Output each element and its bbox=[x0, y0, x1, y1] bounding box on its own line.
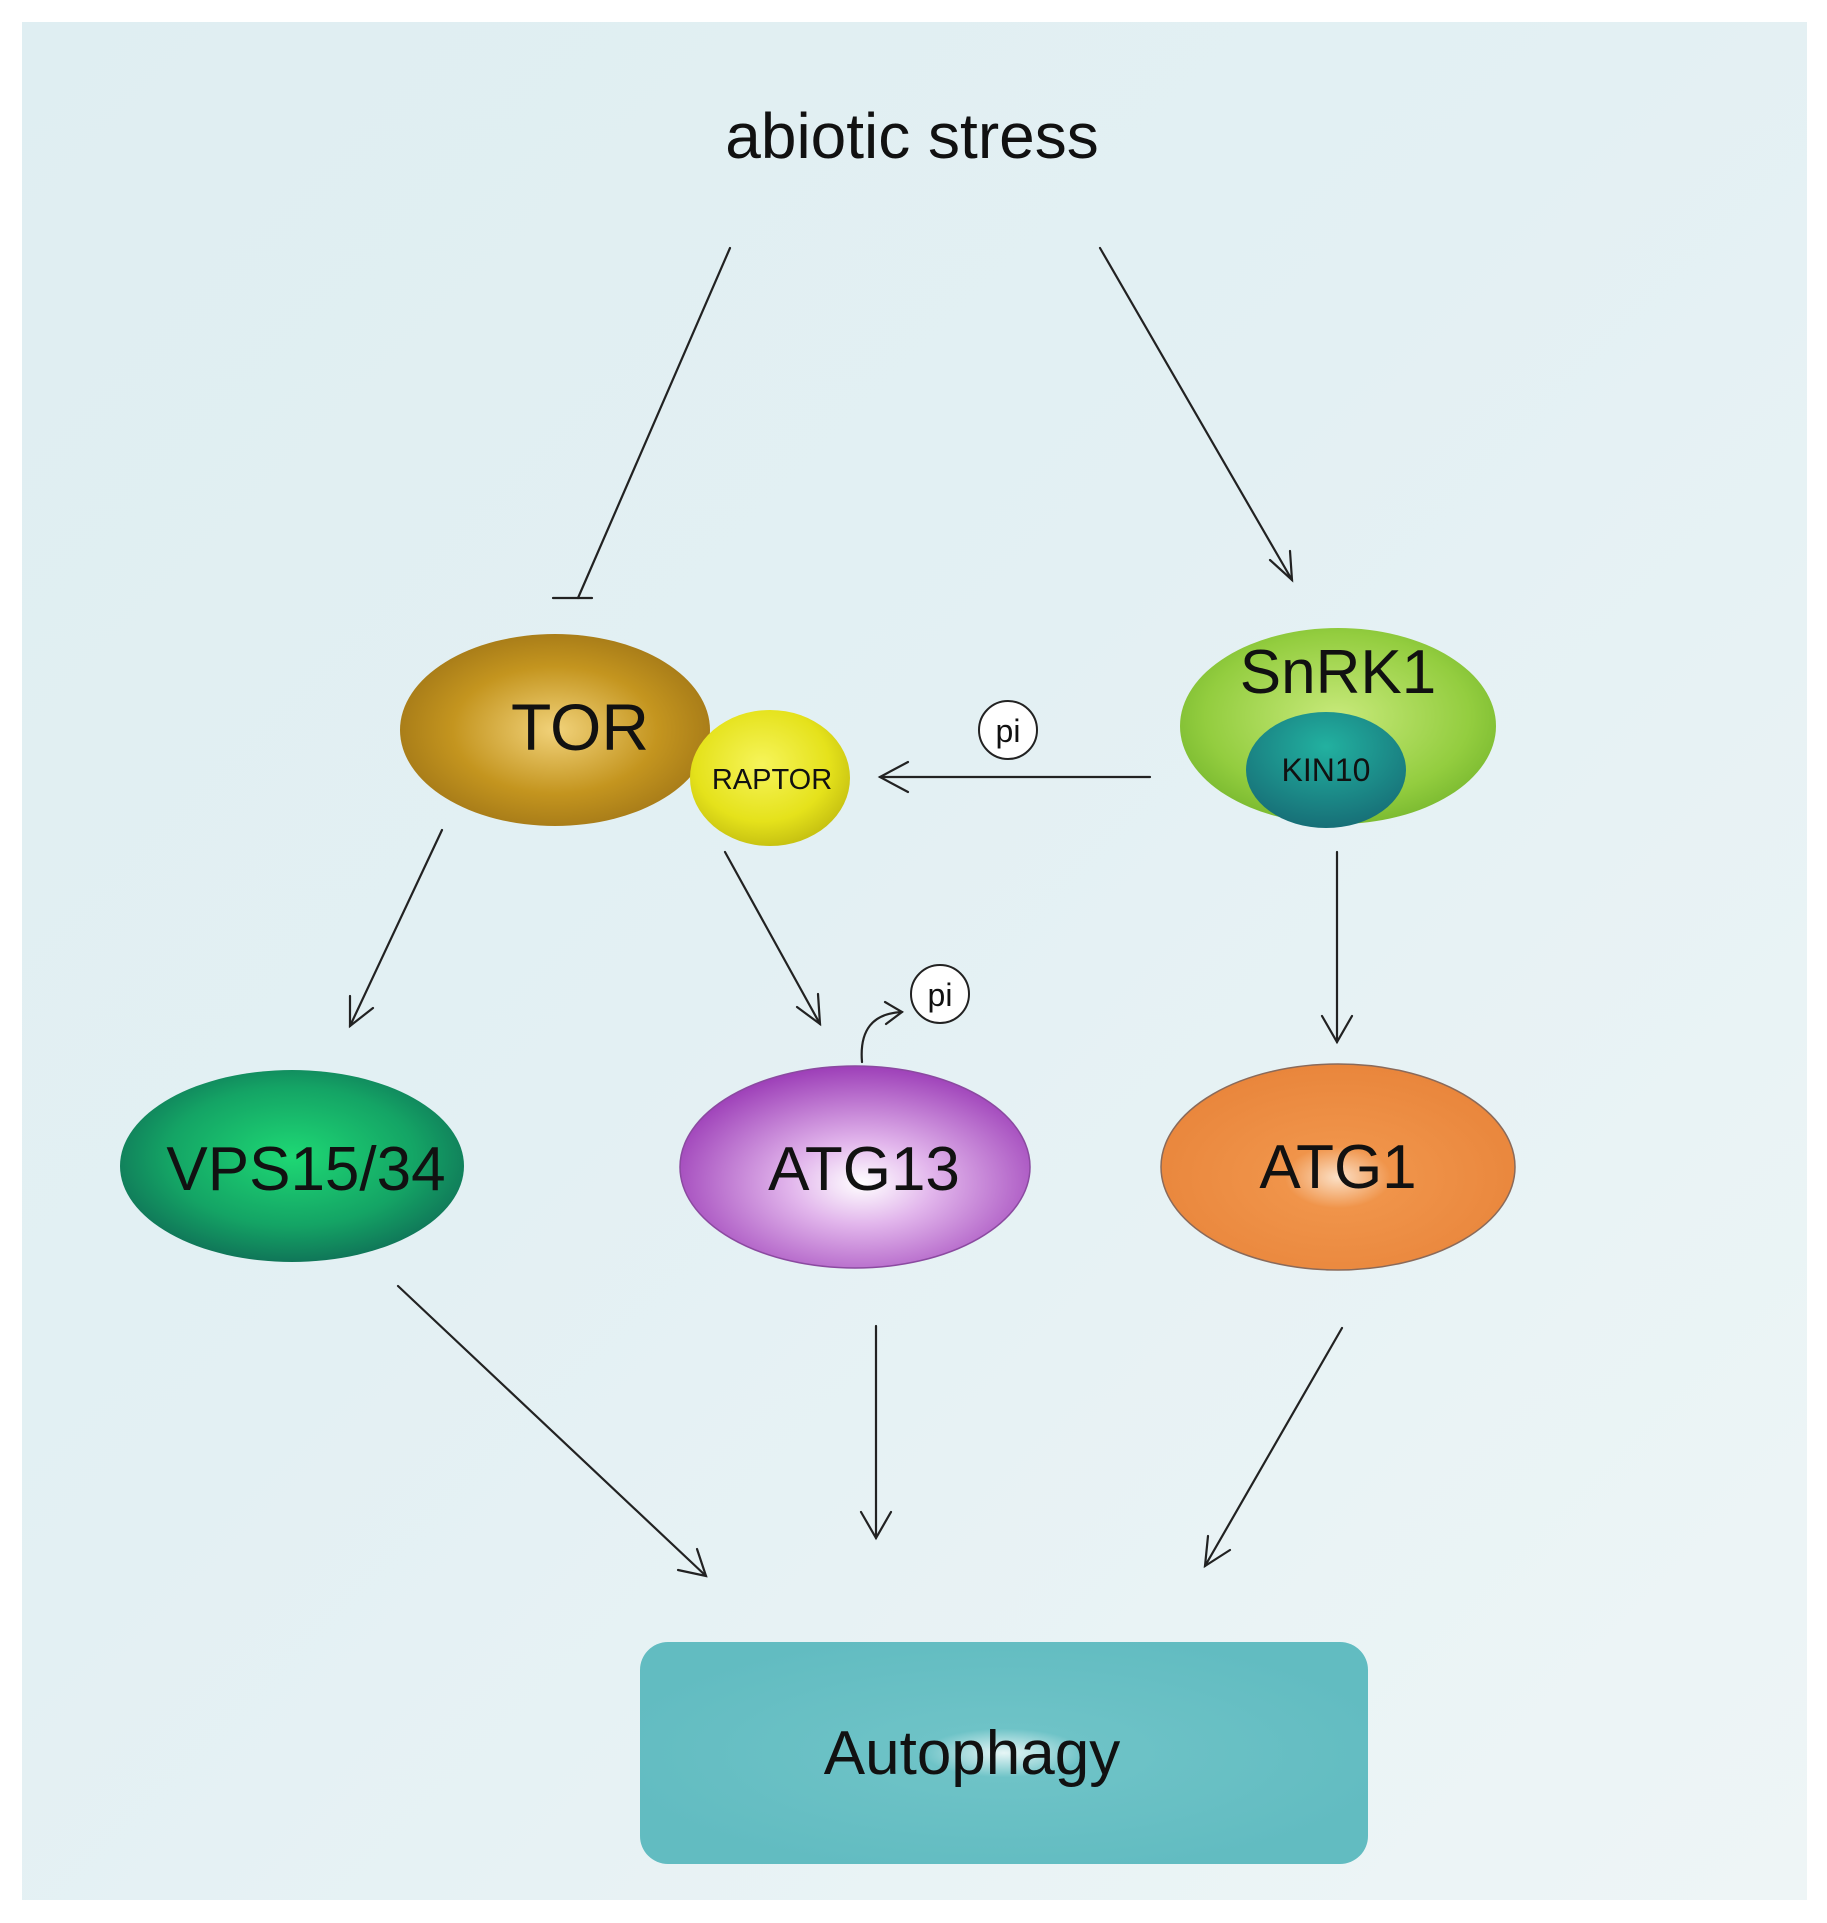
pi-label-raptor: pi bbox=[996, 713, 1021, 749]
arrowhead-vps bbox=[348, 994, 375, 1029]
edge-atg1-to-autophagy bbox=[1203, 1326, 1344, 1568]
node-atg1-shape bbox=[1160, 1063, 1516, 1271]
title-abiotic-stress: abiotic stress bbox=[725, 100, 1098, 172]
node-vps-shape bbox=[120, 1070, 464, 1262]
edge-vps-to-autophagy bbox=[396, 1284, 708, 1578]
label-raptor: RAPTOR bbox=[712, 764, 832, 796]
arrowhead-atg13 bbox=[795, 992, 822, 1027]
node-kin10 bbox=[1246, 712, 1406, 828]
edge-atg13-phospho-curve bbox=[860, 1010, 904, 1064]
node-atg13-shape bbox=[679, 1065, 1031, 1269]
arrowhead-autophagy-middle bbox=[859, 1510, 893, 1541]
arrowhead-autophagy-left bbox=[676, 1547, 708, 1578]
label-atg1: ATG1 bbox=[1259, 1133, 1416, 1202]
edge-tor-to-vps bbox=[348, 828, 444, 1028]
label-autophagy: Autophagy bbox=[824, 1719, 1120, 1788]
label-kin10: KIN10 bbox=[1282, 752, 1371, 788]
node-tor bbox=[400, 634, 710, 826]
label-vps: VPS15/34 bbox=[166, 1135, 445, 1204]
edge-tor-to-atg13 bbox=[723, 850, 822, 1026]
node-atg1: ATG1 bbox=[1160, 1063, 1516, 1271]
node-tor-complex: TOR RAPTOR bbox=[400, 634, 850, 846]
node-autophagy-box bbox=[640, 1642, 1368, 1864]
arrowhead-atg13-pi bbox=[883, 1000, 904, 1026]
node-atg13: ATG13 bbox=[679, 1065, 1031, 1269]
edge-stress-to-snrk1 bbox=[1098, 246, 1294, 582]
pi-badge-atg13: pi bbox=[910, 964, 970, 1024]
arrowhead-snrk1 bbox=[1268, 549, 1294, 583]
arrowhead-atg1 bbox=[1320, 1014, 1354, 1045]
arrowhead-autophagy-right bbox=[1203, 1534, 1232, 1569]
diagram-background bbox=[22, 22, 1807, 1900]
node-vps15-34: VPS15/34 bbox=[120, 1070, 464, 1262]
label-snrk1: SnRK1 bbox=[1240, 638, 1436, 707]
arrowhead-raptor bbox=[877, 760, 910, 794]
node-snrk1-complex: SnRK1 KIN10 bbox=[1180, 628, 1496, 828]
label-atg13: ATG13 bbox=[768, 1135, 960, 1204]
pi-label-atg13: pi bbox=[928, 977, 953, 1013]
edge-stress-inhibits-tor bbox=[576, 246, 732, 600]
node-raptor bbox=[690, 710, 850, 846]
pi-badge-raptor: pi bbox=[978, 700, 1038, 760]
node-autophagy: Autophagy bbox=[640, 1642, 1368, 1864]
label-tor: TOR bbox=[511, 690, 649, 764]
